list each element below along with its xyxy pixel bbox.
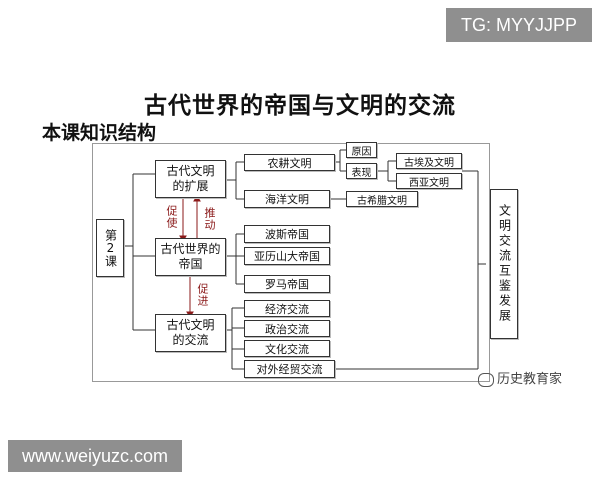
node-result-label: 文明交流互鉴发展 — [497, 204, 512, 324]
node-trade: 对外经贸交流 — [244, 360, 335, 378]
node-trade-label: 对外经贸交流 — [256, 363, 323, 376]
node-farming-label: 农耕文明 — [267, 156, 312, 170]
node-alexander-label: 亚历山大帝国 — [254, 250, 320, 263]
node-reason-label: 原因 — [351, 146, 372, 158]
node-westasia-label: 西亚文明 — [409, 177, 449, 189]
arrow-label-promote: 促进 — [196, 283, 209, 307]
node-economy-label: 经济交流 — [265, 302, 309, 316]
node-economy: 经济交流 — [244, 300, 330, 317]
node-result: 文明交流互鉴发展 — [490, 189, 518, 339]
node-culture: 文化交流 — [244, 340, 330, 357]
node-empire: 古代世界的帝国 — [155, 238, 226, 276]
node-persia-label: 波斯帝国 — [265, 228, 309, 241]
node-egypt: 古埃及文明 — [396, 153, 462, 169]
node-rome-label: 罗马帝国 — [265, 278, 309, 291]
node-greece: 古希腊文明 — [346, 191, 418, 207]
wechat-icon — [478, 372, 494, 387]
node-expand: 古代文明的扩展 — [155, 160, 226, 198]
page-subtitle: 本课知识结构 — [42, 122, 157, 144]
page-title: 古代世界的帝国与文明的交流 — [144, 93, 456, 119]
node-alexander: 亚历山大帝国 — [244, 247, 330, 265]
arrow-label-promote-down: 促使 — [165, 205, 178, 229]
node-manifest-label: 表现 — [351, 167, 372, 179]
node-politics: 政治交流 — [244, 320, 330, 337]
node-exchange: 古代文明的交流 — [155, 314, 226, 352]
node-culture-label: 文化交流 — [265, 342, 309, 356]
node-egypt-label: 古埃及文明 — [404, 157, 454, 169]
node-ocean-label: 海洋文明 — [265, 193, 309, 206]
node-politics-label: 政治交流 — [265, 322, 309, 336]
node-rome: 罗马帝国 — [244, 275, 330, 293]
node-greece-label: 古希腊文明 — [357, 195, 407, 207]
node-farming: 农耕文明 — [244, 154, 335, 171]
node-exchange-label: 古代文明的交流 — [166, 318, 215, 347]
node-reason: 原因 — [346, 142, 377, 158]
node-persia: 波斯帝国 — [244, 225, 330, 243]
lesson-label: 第2课 — [103, 229, 118, 267]
node-manifest: 表现 — [346, 163, 377, 179]
node-empire-label: 古代世界的帝国 — [160, 242, 221, 271]
logo-text: 历史教育家 — [497, 372, 563, 387]
node-expand-label: 古代文明的扩展 — [166, 164, 215, 193]
watermark-url: www.weiyuzc.com — [8, 440, 182, 472]
wechat-logo: 历史教育家 — [478, 368, 562, 387]
watermark-tag: TG: MYYJJPP — [446, 8, 592, 42]
node-westasia: 西亚文明 — [396, 173, 462, 189]
node-ocean: 海洋文明 — [244, 190, 330, 208]
arrow-label-push-up: 推动 — [203, 207, 216, 231]
lesson-box: 第2课 — [96, 219, 124, 277]
